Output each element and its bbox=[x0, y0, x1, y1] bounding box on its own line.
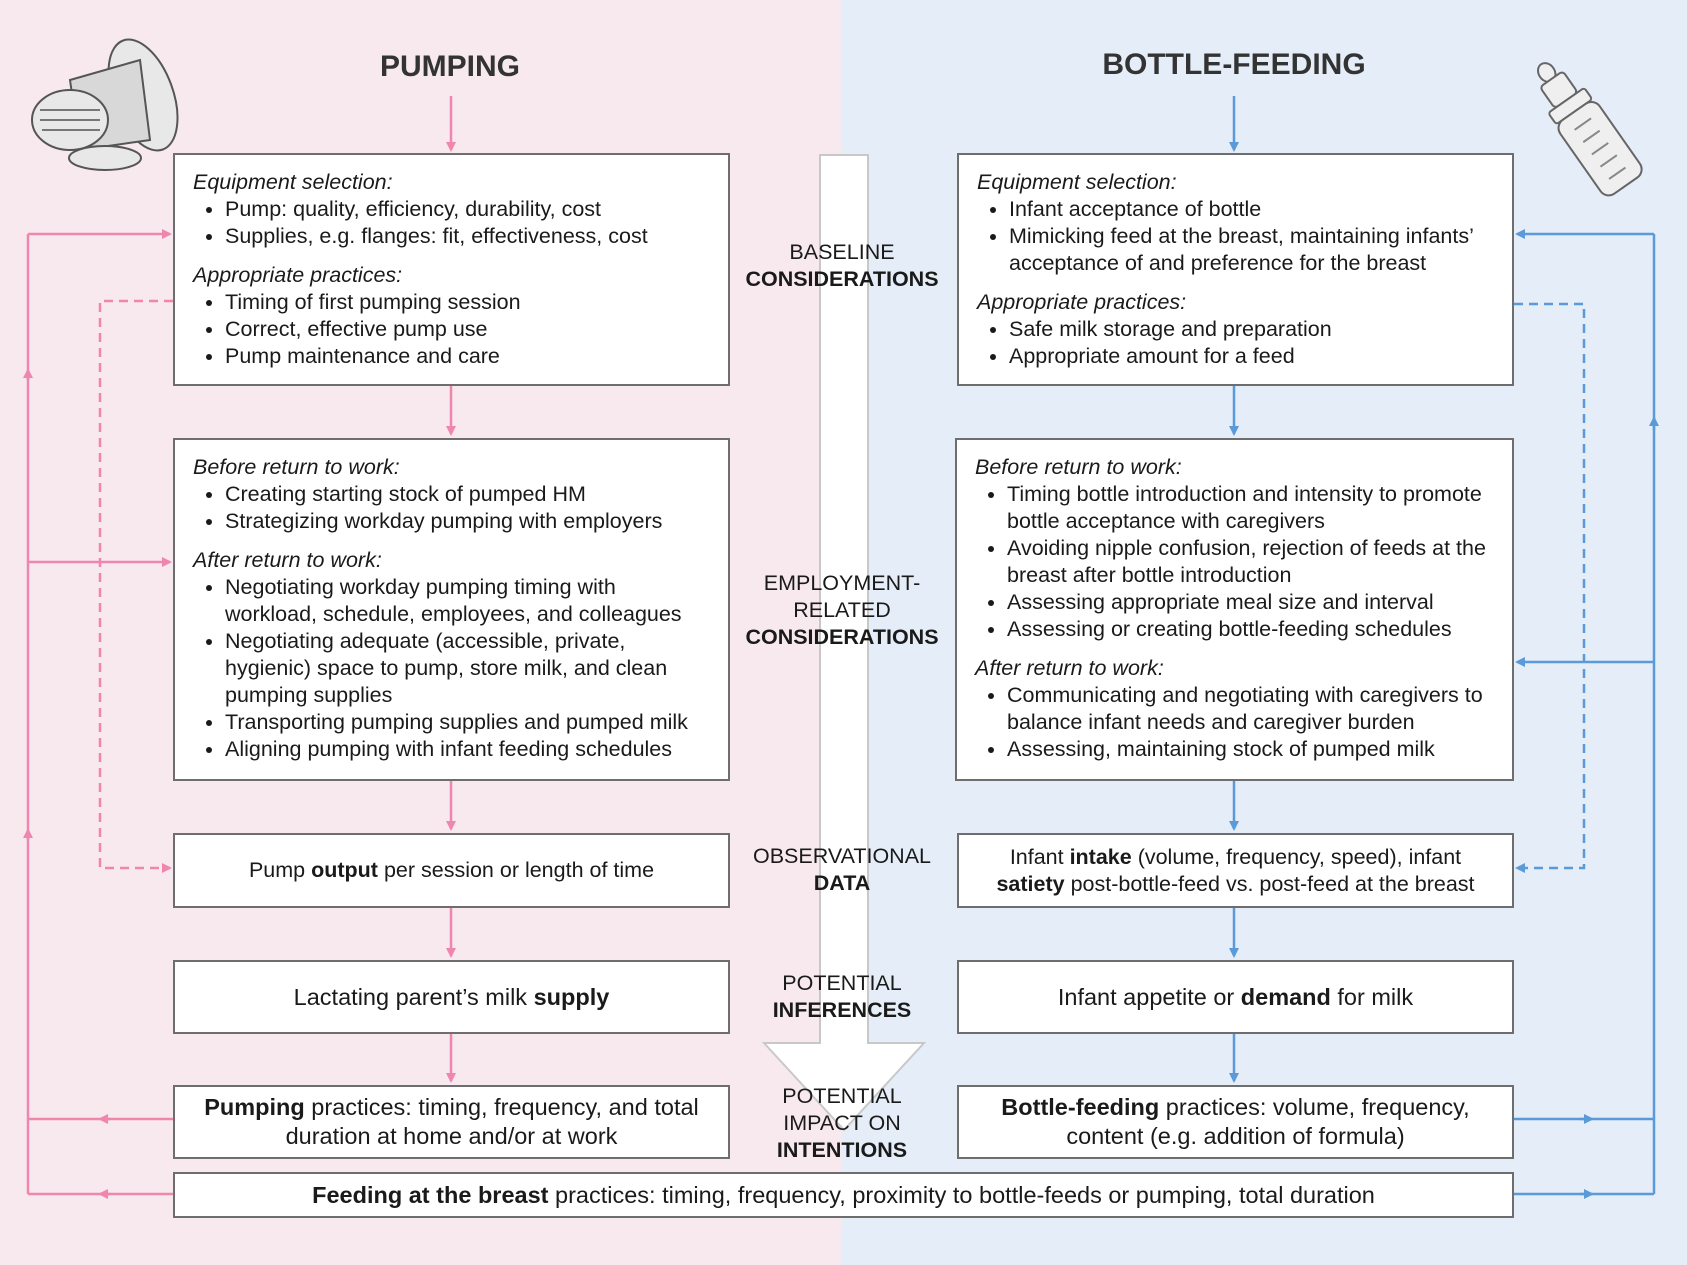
list-item: Infant acceptance of bottle bbox=[1009, 196, 1496, 223]
list-item: Safe milk storage and preparation bbox=[1009, 316, 1496, 343]
section-title: Appropriate practices: bbox=[193, 263, 403, 287]
bullet-list: Infant acceptance of bottle Mimicking fe… bbox=[977, 196, 1496, 277]
bullet-list: Timing of first pumping session Correct,… bbox=[193, 289, 712, 370]
bottle-observation-box: Infant intake (volume, frequency, speed)… bbox=[957, 833, 1514, 908]
list-item: Pump: quality, efficiency, durability, c… bbox=[225, 196, 712, 223]
bottle-practices-box: Bottle-feeding practices: volume, freque… bbox=[957, 1085, 1514, 1159]
breast-feeding-practices-box: Feeding at the breast practices: timing,… bbox=[173, 1172, 1514, 1218]
list-item: Appropriate amount for a feed bbox=[1009, 343, 1496, 370]
list-item: Assessing or creating bottle-feeding sch… bbox=[1007, 616, 1496, 643]
section-title: Equipment selection: bbox=[977, 170, 1177, 194]
bottle-baseline-box: Equipment selection: Infant acceptance o… bbox=[957, 153, 1514, 386]
section-title: Equipment selection: bbox=[193, 170, 393, 194]
bullet-list: Timing bottle introduction and intensity… bbox=[975, 481, 1496, 643]
bullet-list: Safe milk storage and preparation Approp… bbox=[977, 316, 1496, 370]
pumping-practices-box: Pumping practices: timing, frequency, an… bbox=[173, 1085, 730, 1159]
section-title: Appropriate practices: bbox=[977, 290, 1187, 314]
pumping-observation-box: Pump output per session or length of tim… bbox=[173, 833, 730, 908]
pumping-flow-arrows bbox=[23, 96, 456, 1199]
section-title: After return to work: bbox=[193, 548, 382, 572]
pumping-inference-box: Lactating parent’s milk supply bbox=[173, 960, 730, 1034]
bullet-list: Creating starting stock of pumped HM Str… bbox=[193, 481, 712, 535]
section-title: Before return to work: bbox=[193, 455, 400, 479]
baby-bottle-icon bbox=[1537, 62, 1643, 197]
pumping-baseline-box: Equipment selection: Pump: quality, effi… bbox=[173, 153, 730, 386]
list-item: Assessing, maintaining stock of pumped m… bbox=[1007, 736, 1496, 763]
pumping-header: PUMPING bbox=[379, 50, 520, 83]
list-item: Avoiding nipple confusion, rejection of … bbox=[1007, 535, 1496, 589]
list-item: Strategizing workday pumping with employ… bbox=[225, 508, 712, 535]
bottle-employment-box: Before return to work: Timing bottle int… bbox=[955, 438, 1514, 781]
list-item: Transporting pumping supplies and pumped… bbox=[225, 709, 712, 736]
list-item: Mimicking feed at the breast, maintainin… bbox=[1009, 223, 1496, 277]
bullet-list: Pump: quality, efficiency, durability, c… bbox=[193, 196, 712, 250]
bottle-feeding-flow-arrows bbox=[1229, 96, 1659, 1199]
section-title: After return to work: bbox=[975, 656, 1164, 680]
list-item: Creating starting stock of pumped HM bbox=[225, 481, 712, 508]
bullet-list: Negotiating workday pumping timing with … bbox=[193, 574, 712, 763]
list-item: Supplies, e.g. flanges: fit, effectivene… bbox=[225, 223, 712, 250]
bullet-list: Communicating and negotiating with careg… bbox=[975, 682, 1496, 763]
breast-pump-icon bbox=[31, 38, 179, 171]
list-item: Aligning pumping with infant feeding sch… bbox=[225, 736, 712, 763]
list-item: Timing of first pumping session bbox=[225, 289, 712, 316]
central-flow-arrow bbox=[761, 154, 927, 1132]
section-title: Before return to work: bbox=[975, 455, 1182, 479]
list-item: Negotiating adequate (accessible, privat… bbox=[225, 628, 712, 709]
list-item: Negotiating workday pumping timing with … bbox=[225, 574, 712, 628]
list-item: Pump maintenance and care bbox=[225, 343, 712, 370]
bottle-inference-box: Infant appetite or demand for milk bbox=[957, 960, 1514, 1034]
list-item: Correct, effective pump use bbox=[225, 316, 712, 343]
list-item: Timing bottle introduction and intensity… bbox=[1007, 481, 1496, 535]
list-item: Communicating and negotiating with careg… bbox=[1007, 682, 1496, 736]
bottle-feeding-header: BOTTLE-FEEDING bbox=[1102, 48, 1366, 81]
list-item: Assessing appropriate meal size and inte… bbox=[1007, 589, 1496, 616]
pumping-employment-box: Before return to work: Creating starting… bbox=[173, 438, 730, 781]
